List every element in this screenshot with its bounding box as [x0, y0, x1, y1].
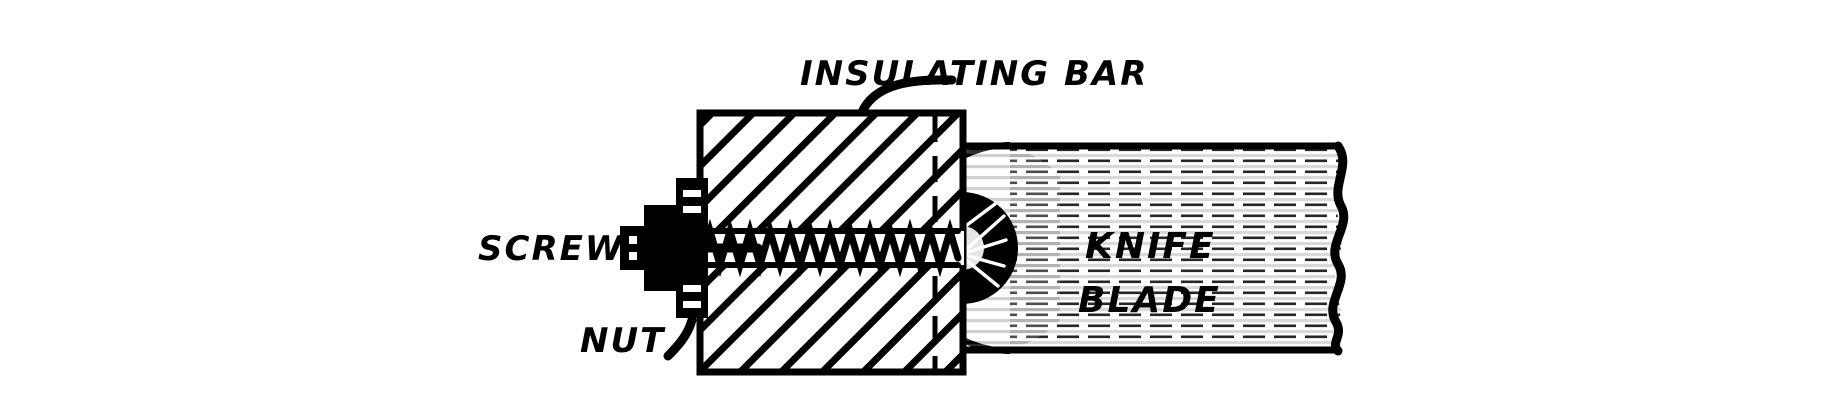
- knife-blade-broken-edge: [1328, 141, 1349, 356]
- screw-head-slot: [629, 236, 637, 260]
- screw-head: [620, 205, 678, 291]
- nut-block-highlights: [683, 190, 701, 308]
- screw-shaft-rails: [675, 228, 961, 268]
- label-screw: SCREW: [478, 229, 624, 269]
- knife-blade-outline: [959, 142, 1342, 354]
- label-nut: NUT: [580, 321, 666, 361]
- leader-insulating-bar[interactable]: [857, 75, 957, 117]
- labels-group: INSULATING BAR SCREW NUT KNIFE BLADE: [478, 54, 1221, 361]
- leader-nut[interactable]: [663, 315, 697, 361]
- label-knife-blade-line-2: BLADE: [1078, 280, 1221, 321]
- leader-lines-group: [663, 75, 957, 361]
- label-insulating-bar: INSULATING BAR: [800, 54, 1148, 94]
- label-knife-blade-line-1: KNIFE: [1085, 226, 1216, 267]
